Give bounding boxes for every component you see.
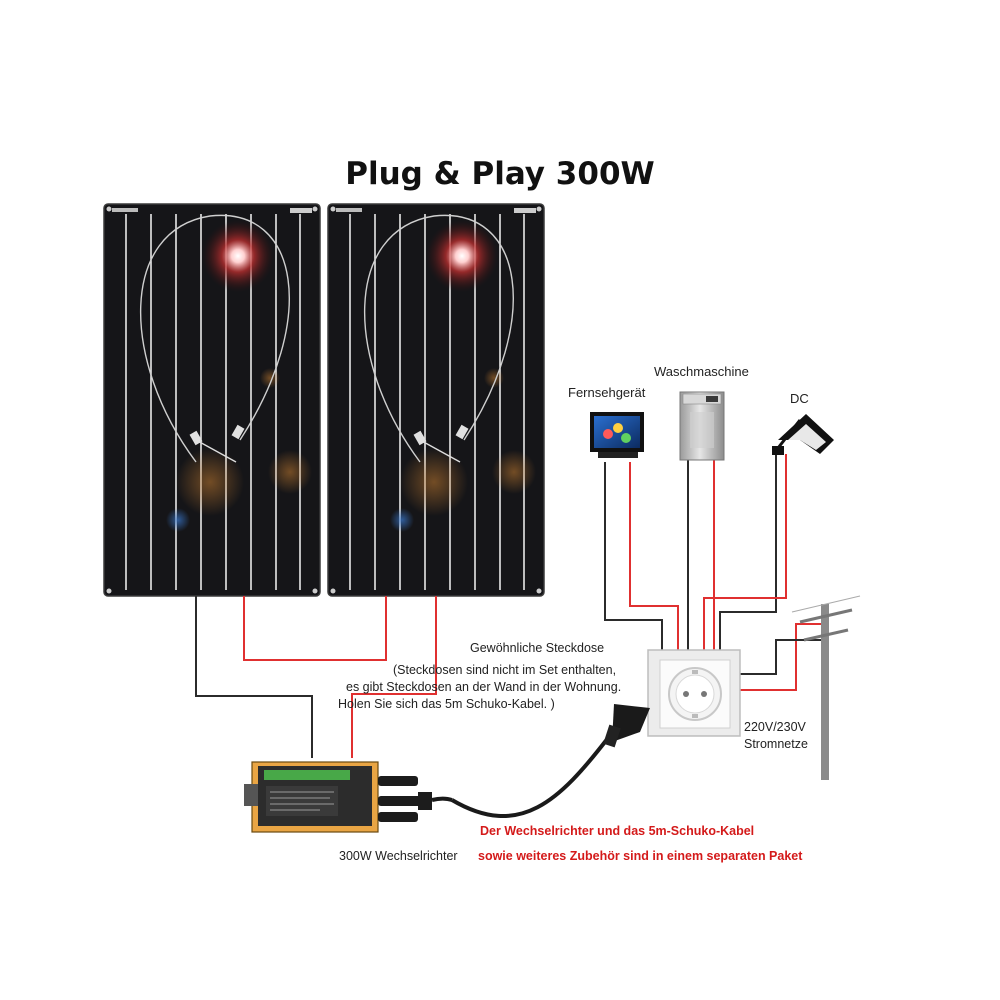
package-note-line-1: Der Wechselrichter und das 5m-Schuko-Kab… bbox=[480, 824, 755, 838]
socket-note-line-2: es gibt Steckdosen an der Wand in der Wo… bbox=[346, 680, 622, 694]
package-note-line-2: sowie weiteres Zubehör sind in einem sep… bbox=[478, 849, 803, 863]
label-tv: Fernsehgerät bbox=[568, 385, 646, 400]
schuko-plug-icon bbox=[450, 704, 650, 819]
label-grid-voltage: 220V/230V bbox=[744, 720, 806, 734]
wall-socket-icon bbox=[647, 649, 741, 737]
diagram-title: Plug & Play 300W bbox=[345, 156, 655, 192]
tv-icon bbox=[590, 412, 644, 458]
power-pole-icon bbox=[791, 595, 861, 780]
socket-note-line-3: Holen Sie sich das 5m Schuko-Kabel. ) bbox=[338, 697, 555, 711]
label-dc: DC bbox=[790, 391, 809, 406]
inverter-icon bbox=[244, 761, 453, 833]
washing-machine-icon bbox=[679, 391, 725, 461]
label-washing-machine: Waschmaschine bbox=[654, 364, 749, 379]
label-grid: Stromnetze bbox=[744, 737, 808, 751]
socket-note-line-1: (Steckdosen sind nicht im Set enthalten, bbox=[393, 663, 617, 677]
floodlight-icon bbox=[772, 414, 834, 455]
label-socket-title: Gewöhnliche Steckdose bbox=[470, 641, 605, 655]
solar-panel-icon bbox=[103, 203, 321, 597]
panel-wiring bbox=[195, 596, 437, 758]
label-inverter: 300W Wechselrichter bbox=[339, 849, 458, 863]
appliance-wiring bbox=[604, 454, 826, 691]
solar-panel-icon bbox=[327, 203, 545, 597]
